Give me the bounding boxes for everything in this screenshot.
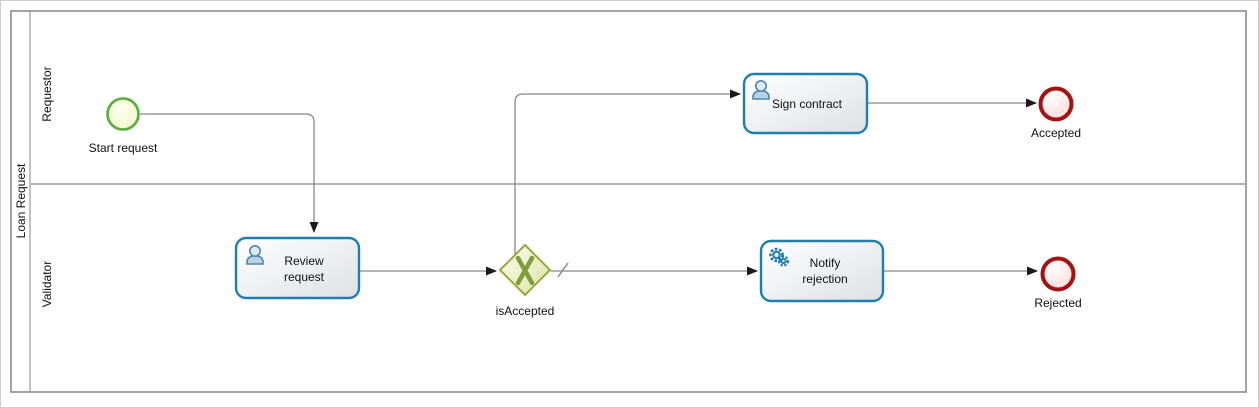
gateway-is-accepted[interactable]: isAccepted xyxy=(496,243,555,318)
end-event-label: Rejected xyxy=(1034,296,1081,310)
task-review-request[interactable]: Review request xyxy=(234,236,361,300)
task-label-line1: Notify xyxy=(810,256,841,270)
pool-label: Loan Request xyxy=(14,163,28,238)
pool-loan-request[interactable]: Loan Request Requestor Validator xyxy=(10,10,1247,393)
sequence-flows xyxy=(140,89,1038,278)
exclusive-x-icon xyxy=(515,255,535,286)
default-flow-marker xyxy=(557,262,569,278)
user-icon xyxy=(246,245,264,265)
gears-icon xyxy=(769,247,790,267)
task-label-line2: request xyxy=(284,270,325,284)
end-event-circle[interactable] xyxy=(1040,256,1076,292)
flow-gateway-to-sign[interactable] xyxy=(514,89,741,255)
task-label-line1: Review xyxy=(284,254,324,268)
gateway-label: isAccepted xyxy=(496,304,555,318)
task-notify-rejection[interactable]: Notify rejection xyxy=(759,239,885,303)
task-rect[interactable] xyxy=(234,236,361,300)
user-icon xyxy=(752,80,770,100)
end-event-accepted[interactable]: Accepted xyxy=(1031,86,1081,141)
task-sign-contract[interactable]: Sign contract xyxy=(742,72,869,135)
task-label-line2: rejection xyxy=(802,272,847,286)
lane-label-validator[interactable]: Validator xyxy=(40,261,54,307)
lane-label-requestor[interactable]: Requestor xyxy=(40,66,54,121)
pool-rect[interactable] xyxy=(10,10,1247,393)
start-event[interactable]: Start request xyxy=(89,97,158,156)
start-event-label: Start request xyxy=(89,141,158,155)
end-event-label: Accepted xyxy=(1031,126,1081,140)
task-label: Sign contract xyxy=(772,97,843,111)
flow-start-to-review[interactable] xyxy=(140,113,319,233)
task-rect[interactable] xyxy=(759,239,885,303)
end-event-rejected[interactable]: Rejected xyxy=(1034,256,1082,311)
start-event-circle[interactable] xyxy=(106,97,140,131)
task-rect[interactable] xyxy=(742,72,869,135)
end-event-circle[interactable] xyxy=(1038,86,1074,122)
